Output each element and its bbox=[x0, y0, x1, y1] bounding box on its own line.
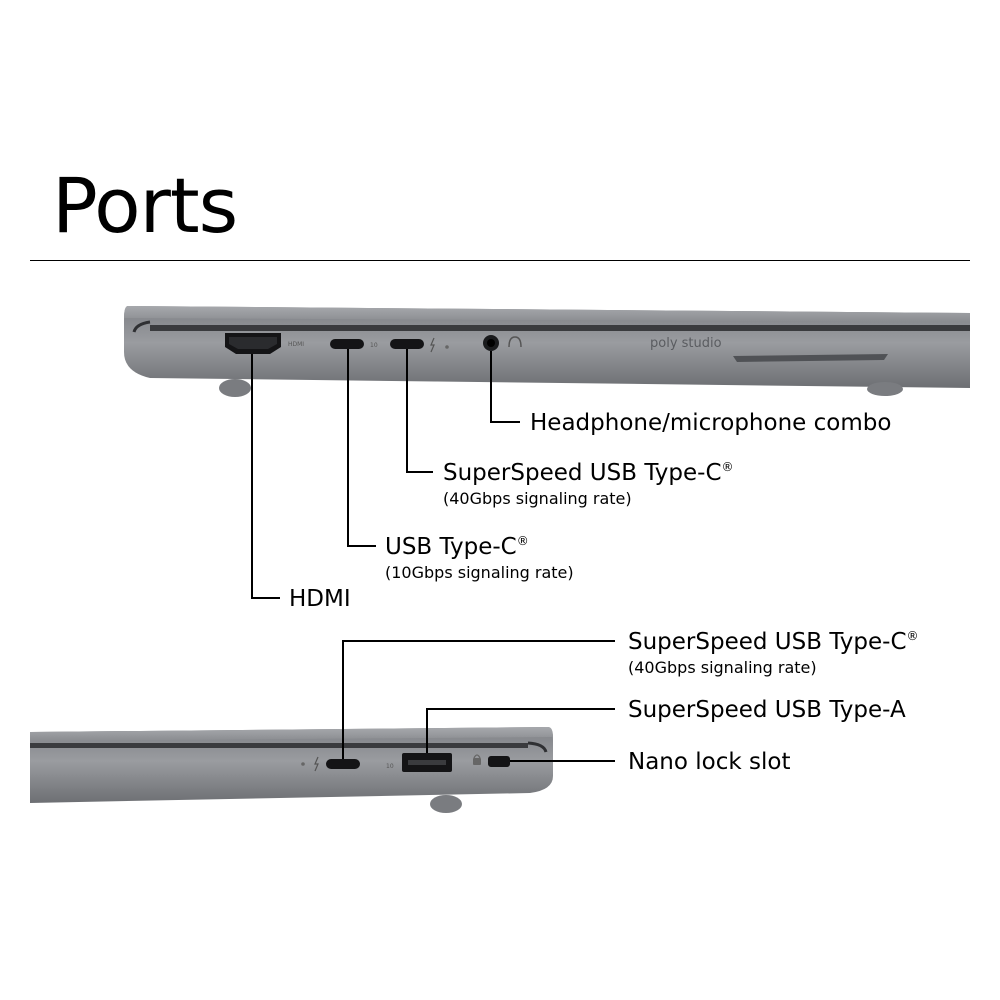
usb-c-label: USB Type-C® bbox=[385, 534, 529, 560]
right-side-leaders bbox=[251, 349, 520, 599]
lid-seam bbox=[150, 325, 970, 331]
rubber-foot bbox=[867, 382, 903, 396]
usb-a-rate-mark: 10 bbox=[386, 763, 394, 770]
page-title: Ports bbox=[52, 161, 238, 250]
headphone-label: Headphone/microphone combo bbox=[530, 410, 891, 436]
hdmi-leader bbox=[251, 354, 280, 599]
charge-indicator-icon bbox=[301, 762, 305, 766]
rubber-foot bbox=[430, 795, 462, 813]
superspeed-usb-c-port bbox=[390, 339, 424, 349]
superspeed-usb-c-leader bbox=[406, 349, 433, 473]
left-side-leaders bbox=[342, 640, 615, 762]
rubber-foot bbox=[219, 379, 251, 397]
thunderbolt-icon bbox=[430, 337, 435, 353]
laptop-right-side: HDMI 10 poly studio bbox=[124, 306, 970, 397]
superspeed-usb-c-port bbox=[326, 759, 360, 769]
superspeed-usb-a-leader bbox=[426, 708, 615, 753]
charge-indicator-icon bbox=[445, 345, 449, 349]
usb-c-rate: (10Gbps signaling rate) bbox=[385, 563, 574, 582]
lock-icon bbox=[473, 758, 481, 765]
speaker-vent bbox=[733, 354, 888, 362]
usb-c-port bbox=[330, 339, 364, 349]
lid-seam bbox=[30, 743, 528, 748]
laptop-left-side: 10 bbox=[30, 727, 553, 813]
headphone-icon bbox=[508, 336, 522, 348]
title-divider bbox=[30, 260, 970, 261]
nano-lock-label: Nano lock slot bbox=[628, 749, 790, 775]
superspeed-usb-c-label: SuperSpeed USB Type-C® bbox=[443, 460, 734, 486]
usb-c-rate-mark: 10 bbox=[370, 342, 378, 349]
hdmi-port-mark: HDMI bbox=[288, 341, 304, 348]
superspeed-usb-c-rate-left: (40Gbps signaling rate) bbox=[628, 658, 817, 677]
superspeed-usb-c-leader-left bbox=[342, 640, 615, 759]
hdmi-label: HDMI bbox=[289, 586, 351, 612]
thunderbolt-icon bbox=[314, 756, 319, 772]
nano-lock-slot bbox=[488, 756, 510, 767]
poly-studio-logo: poly studio bbox=[650, 336, 722, 351]
superspeed-usb-a-label: SuperSpeed USB Type-A bbox=[628, 697, 906, 723]
headphone-leader bbox=[490, 351, 520, 423]
superspeed-usb-c-label-left: SuperSpeed USB Type-C® bbox=[628, 629, 919, 655]
usb-c-leader bbox=[347, 349, 376, 547]
superspeed-usb-c-rate: (40Gbps signaling rate) bbox=[443, 489, 632, 508]
